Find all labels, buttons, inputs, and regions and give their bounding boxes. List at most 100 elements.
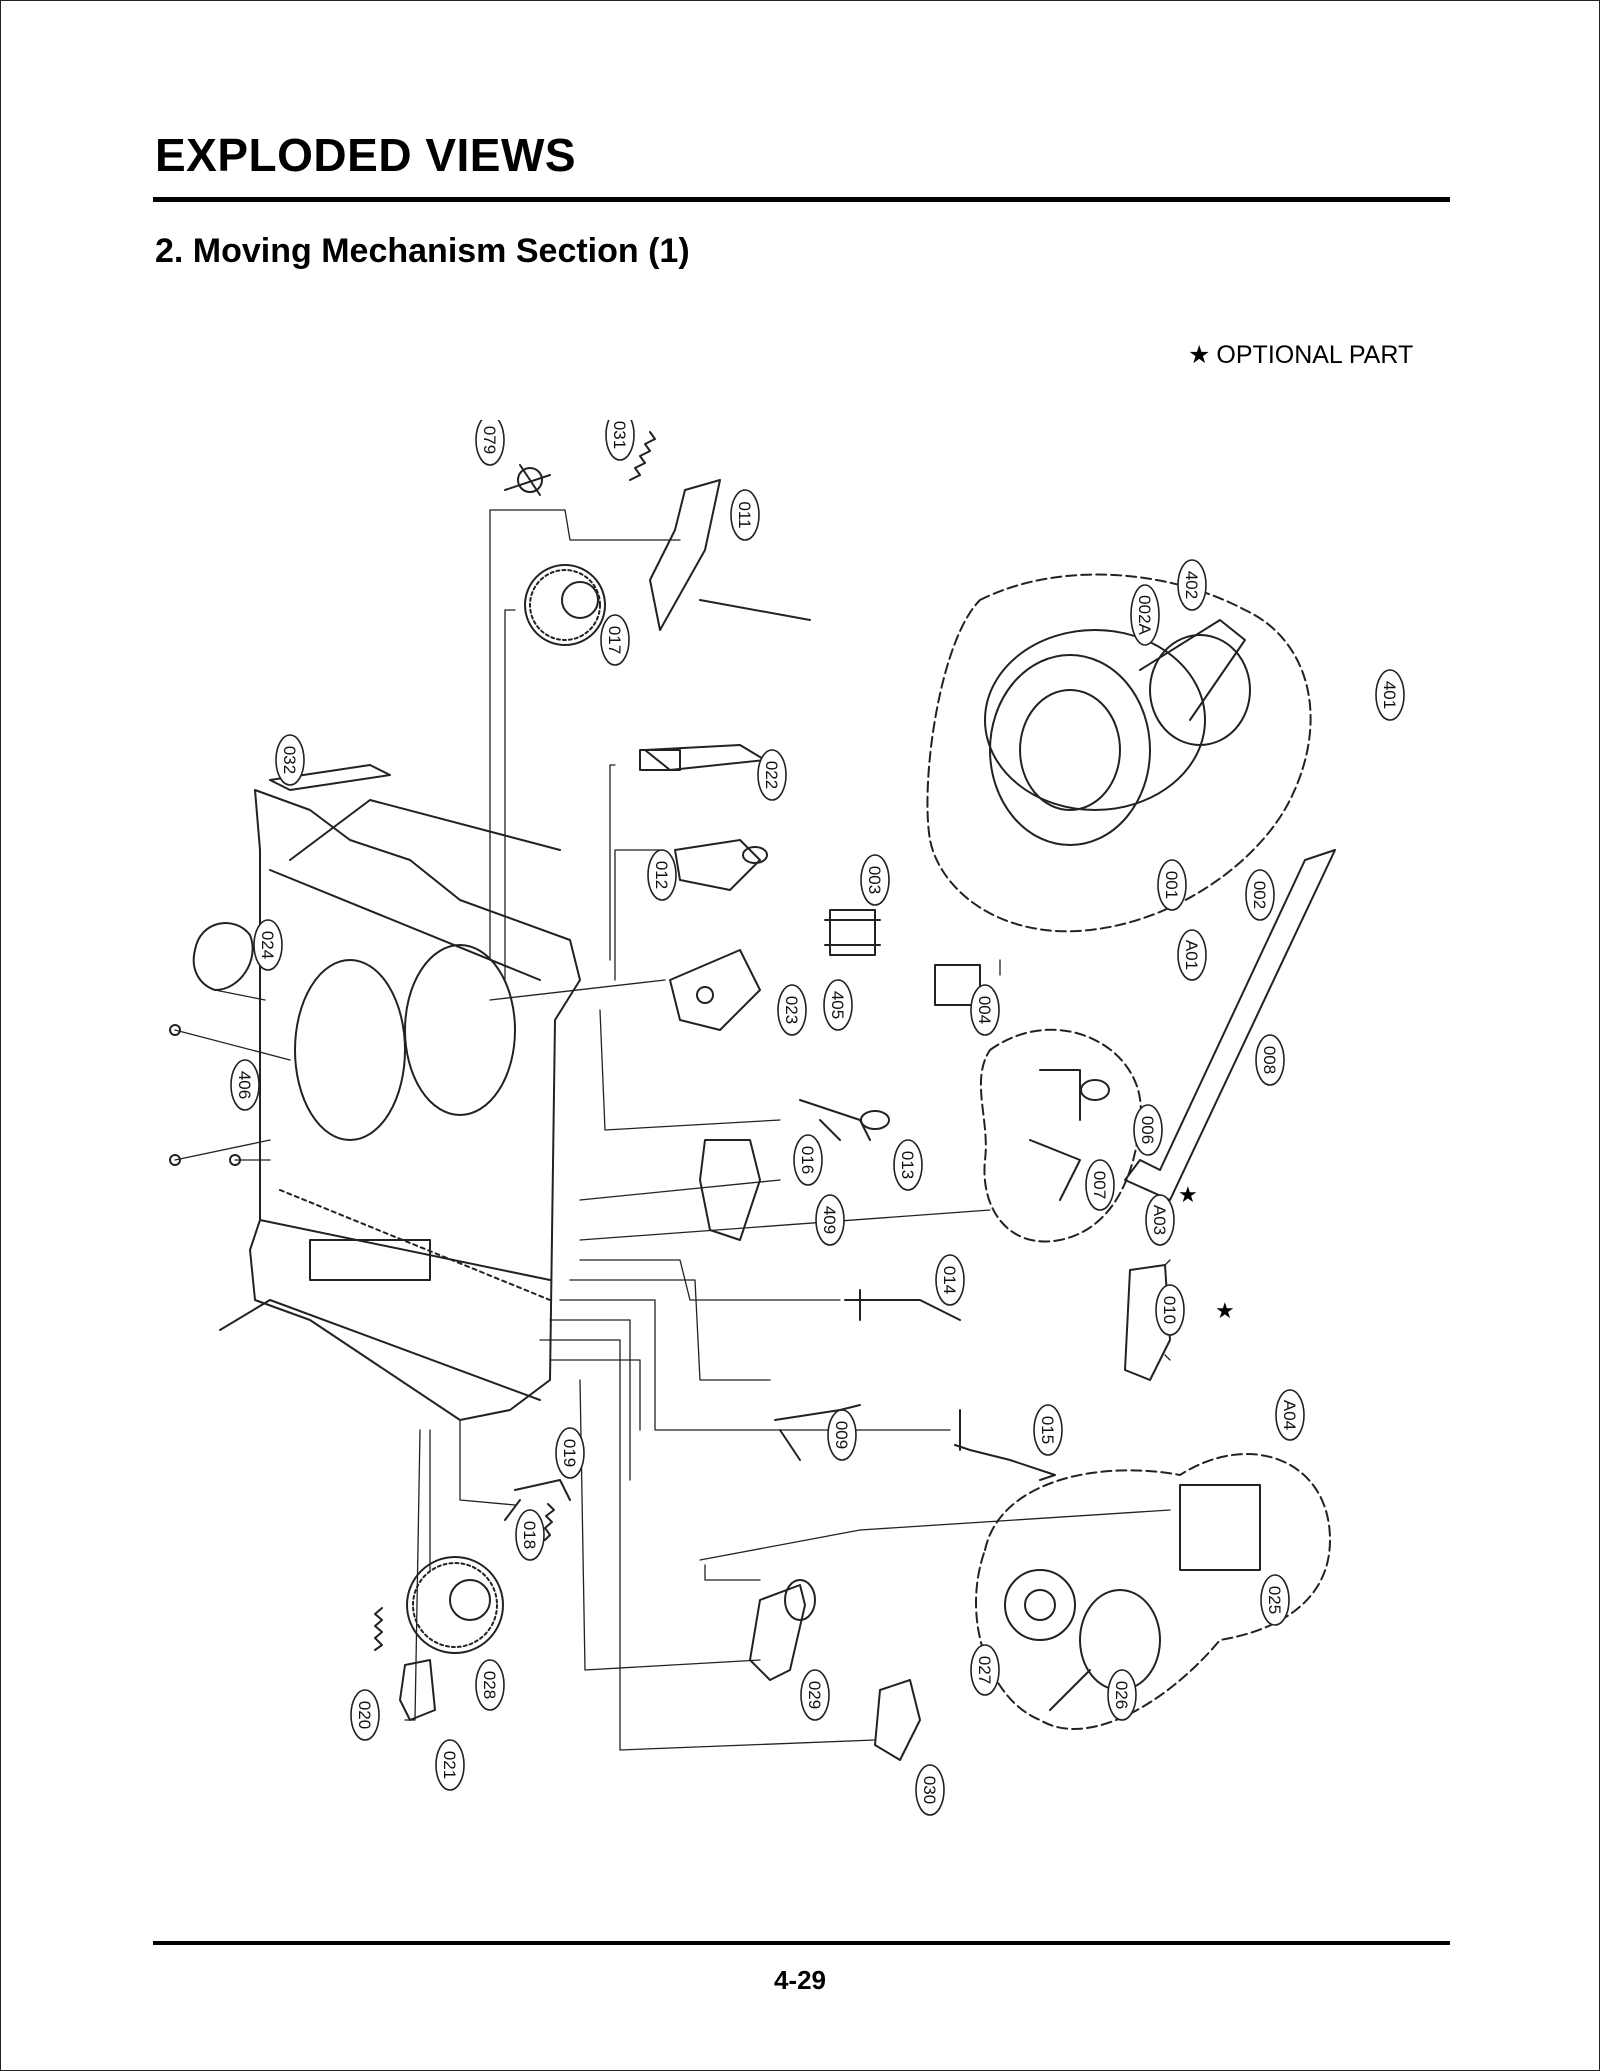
- callout-label: 014: [940, 1266, 959, 1294]
- leader-lines: [174, 509, 1171, 1751]
- page-number: 4-29: [773, 1965, 827, 1995]
- callout-031: 031: [605, 409, 635, 461]
- callout-label: 002: [1250, 881, 1269, 909]
- callout-a03: A03: [1145, 1194, 1175, 1246]
- callout-label: 021: [440, 1751, 459, 1779]
- part-014: [844, 1289, 961, 1321]
- callout-label: 024: [258, 931, 277, 959]
- callout-label: 402: [1182, 571, 1201, 599]
- callout-079: 079: [475, 414, 505, 466]
- callout-409: 409: [815, 1194, 845, 1246]
- part-020-spring: [374, 1607, 383, 1651]
- callout-label: 006: [1138, 1116, 1157, 1144]
- callout-024: 024: [253, 919, 283, 971]
- callout-a04: A04: [1275, 1389, 1305, 1441]
- callout-029: 029: [800, 1669, 830, 1721]
- callout-label: 027: [975, 1656, 994, 1684]
- part-004: [934, 964, 981, 1006]
- callout-021: 021: [435, 1739, 465, 1791]
- part-010: [1124, 1264, 1171, 1381]
- part-016: [699, 1139, 761, 1241]
- star-icon-a03: ★: [1178, 1182, 1198, 1207]
- callout-label: 030: [920, 1776, 939, 1804]
- callout-label: 409: [820, 1206, 839, 1234]
- assembly-a04-outline: [975, 1453, 1331, 1730]
- callout-label: 018: [520, 1521, 539, 1549]
- callout-label: 009: [832, 1421, 851, 1449]
- assembly-a03-outline: [979, 1028, 1142, 1243]
- callout-label: 011: [735, 501, 754, 528]
- callout-label: 026: [1112, 1681, 1131, 1709]
- callout-label: A04: [1280, 1400, 1299, 1430]
- callout-011: 011: [730, 489, 760, 541]
- callout-401: 401: [1375, 669, 1405, 721]
- callout-013: 013: [893, 1139, 923, 1191]
- part-019: [504, 1479, 571, 1521]
- callout-layer: 079 031 011 017 402 002A 401 032 022 003 012 001 002…: [230, 409, 1405, 1816]
- callout-027: 027: [970, 1644, 1000, 1696]
- callout-008: 008: [1255, 1034, 1285, 1086]
- part-012: [674, 839, 768, 891]
- callout-label: 028: [480, 1671, 499, 1699]
- callout-label: 029: [805, 1681, 824, 1709]
- callout-032: 032: [275, 734, 305, 786]
- assembly-a01-outline: [926, 573, 1312, 933]
- part-013: [799, 1099, 890, 1141]
- callout-006: 006: [1133, 1104, 1163, 1156]
- section-title: 2. Moving Mechanism Section (1): [155, 232, 690, 270]
- callout-002: 002: [1245, 869, 1275, 921]
- part-030: [874, 1679, 921, 1761]
- callout-026: 026: [1107, 1669, 1137, 1721]
- callout-label: 032: [280, 746, 299, 774]
- callout-label: 015: [1038, 1416, 1057, 1444]
- callout-025: 025: [1260, 1574, 1290, 1626]
- callout-022: 022: [757, 749, 787, 801]
- diagram-canvas: 079 031 011 017 402 002A 401 032 022 003 012 001 002…: [169, 409, 1405, 1816]
- callout-015: 015: [1033, 1404, 1063, 1456]
- callout-label: 007: [1090, 1171, 1109, 1199]
- callout-label: 031: [610, 421, 629, 449]
- part-032: [269, 764, 391, 791]
- callout-012: 012: [647, 849, 677, 901]
- callout-label: 405: [828, 991, 847, 1019]
- optional-stars: ★ ★: [1178, 1182, 1235, 1323]
- part-028-gear: [406, 1556, 504, 1654]
- callout-label: 013: [898, 1151, 917, 1179]
- callout-label: 019: [560, 1439, 579, 1467]
- star-icon: ★: [1188, 341, 1211, 369]
- part-011-lever: [649, 479, 811, 631]
- callout-label: 401: [1380, 681, 1399, 709]
- part-008-cable: [1124, 849, 1336, 1201]
- callout-028: 028: [475, 1659, 505, 1711]
- callout-label: 010: [1160, 1296, 1179, 1324]
- callout-009: 009: [827, 1409, 857, 1461]
- callout-020: 020: [350, 1689, 380, 1741]
- part-017-gear: [524, 564, 606, 646]
- part-023: [669, 949, 761, 1031]
- callout-label: 406: [235, 1071, 254, 1099]
- callout-003: 003: [860, 854, 890, 906]
- legend-text: OPTIONAL PART: [1216, 341, 1414, 369]
- callout-label: 001: [1162, 871, 1181, 899]
- callout-017: 017: [600, 614, 630, 666]
- callout-014: 014: [935, 1254, 965, 1306]
- part-015: [954, 1409, 1056, 1481]
- callout-label: 002A: [1135, 595, 1154, 635]
- callout-label: 025: [1265, 1586, 1284, 1614]
- part-029: [749, 1579, 816, 1681]
- part-024: [192, 922, 254, 991]
- callout-label: 004: [975, 996, 994, 1024]
- callout-label: 008: [1260, 1046, 1279, 1074]
- callout-label: 003: [865, 866, 884, 894]
- title-rule: [153, 197, 1450, 202]
- callout-019: 019: [555, 1427, 585, 1479]
- callout-label: 020: [355, 1701, 374, 1729]
- callout-label: 079: [480, 426, 499, 454]
- star-icon-010: ★: [1215, 1298, 1235, 1323]
- part-022: [639, 744, 766, 771]
- callout-016: 016: [793, 1134, 823, 1186]
- callout-002a: 002A: [1130, 584, 1160, 646]
- part-021: [399, 1659, 436, 1721]
- callout-004: 004: [970, 984, 1000, 1036]
- callout-a01: A01: [1177, 929, 1207, 981]
